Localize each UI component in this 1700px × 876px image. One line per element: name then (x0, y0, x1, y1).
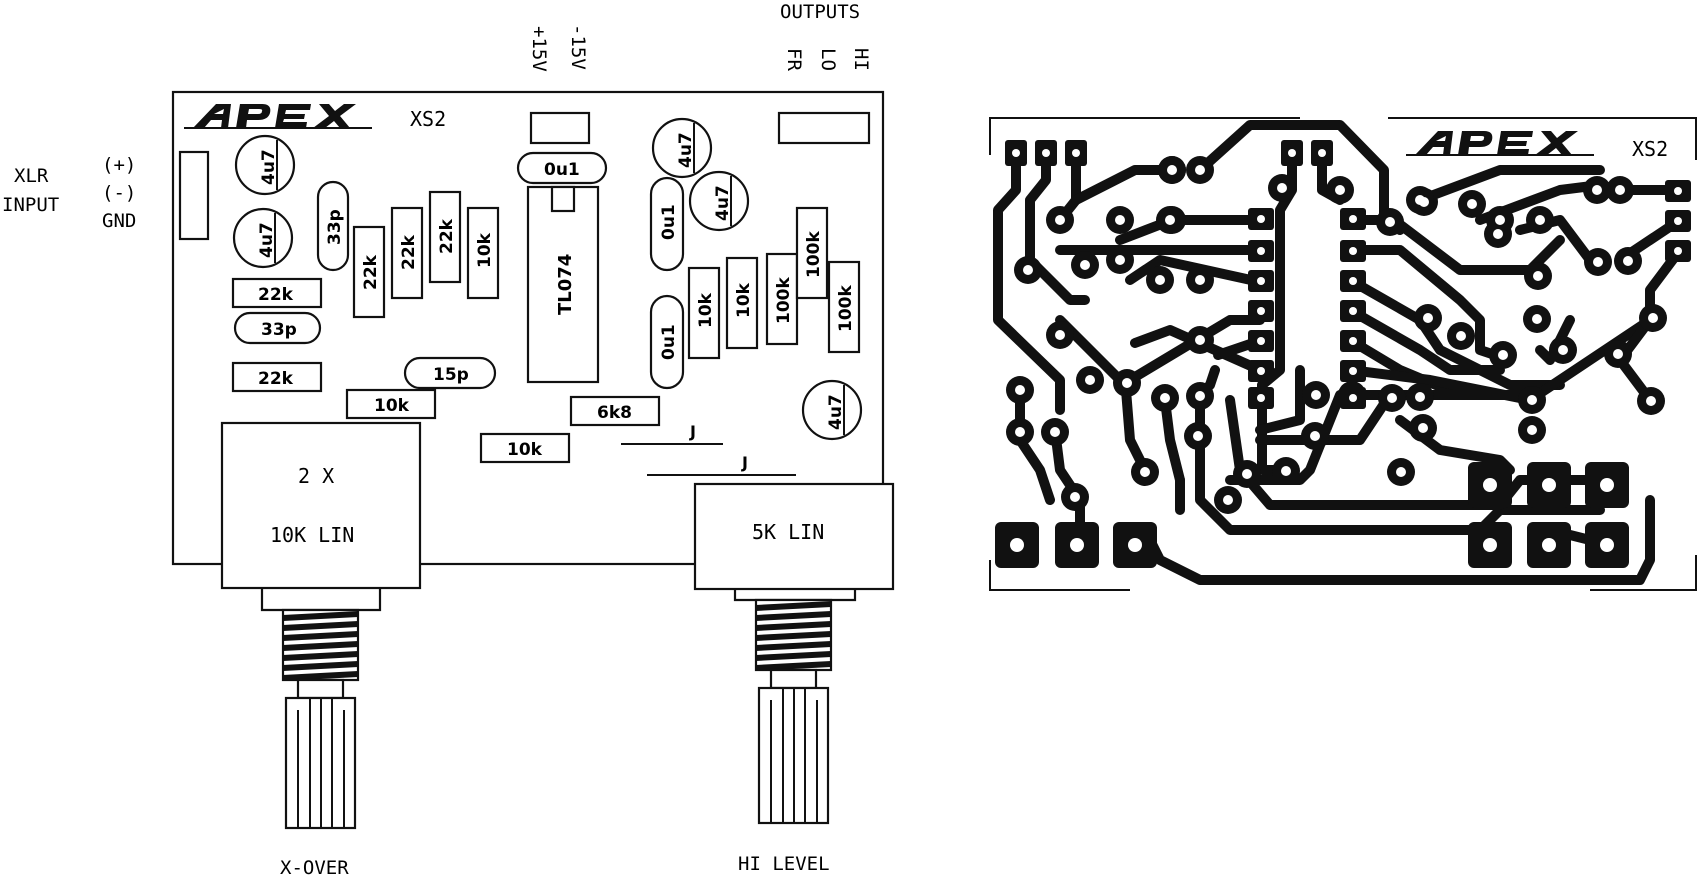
svg-text:100k: 100k (836, 285, 856, 332)
resistor-10k-vertical: 10k (687, 266, 721, 360)
component-layout: XS2 +15V -15V OUTPUTS FR LO HI XLR INPUT… (2, 1, 895, 876)
svg-text:0u1: 0u1 (544, 160, 580, 180)
svg-text:10K LIN: 10K LIN (270, 523, 354, 547)
svg-text:100k: 100k (804, 231, 824, 278)
capacitor-33p-vertical: 33p (316, 180, 350, 272)
ic-tl074: TL074 (526, 185, 600, 384)
plus-15v-label: +15V (528, 26, 550, 72)
svg-text:33p: 33p (261, 320, 297, 340)
svg-text:10k: 10k (475, 232, 495, 268)
svg-text:22k: 22k (399, 234, 419, 270)
svg-text:22k: 22k (437, 218, 457, 254)
resistor-22k-vertical: 22k (390, 206, 424, 300)
svg-text:2 X: 2 X (298, 464, 334, 488)
resistor-22k: 22k (231, 361, 323, 393)
pcb-apex-logo (1406, 131, 1594, 156)
pcb-connector-pads (995, 140, 1691, 568)
resistor-10k-vertical: 10k (725, 256, 759, 350)
xover-caption: X-OVER (280, 857, 349, 876)
hi-level-caption: HI LEVEL (738, 853, 830, 875)
resistor-22k-vertical: 22k (352, 225, 386, 319)
svg-text:6k8: 6k8 (597, 403, 632, 423)
svg-text:J: J (689, 422, 696, 441)
input-minus-label: (-) (102, 182, 136, 204)
output-connector (777, 111, 871, 145)
svg-text:33p: 33p (325, 209, 345, 245)
resistor-100k-vertical: 100k (795, 206, 829, 300)
capacitor-15p: 15p (403, 356, 497, 390)
board-outline (171, 90, 885, 566)
capacitor-4u7: 4u7 (801, 379, 863, 441)
outputs-title: OUTPUTS (780, 1, 860, 23)
resistor-6k8: 6k8 (569, 395, 661, 427)
svg-text:TL074: TL074 (555, 254, 576, 315)
capacitor-4u7: 4u7 (651, 117, 713, 179)
svg-text:0u1: 0u1 (659, 324, 679, 360)
svg-text:10k: 10k (374, 396, 410, 416)
svg-text:22k: 22k (361, 254, 381, 290)
apex-logo (184, 104, 372, 129)
potentiometer-xover: 2 X 10K LIN (220, 421, 422, 830)
resistor-100k-vertical: 100k (827, 260, 861, 354)
capacitor-4u7: 4u7 (234, 134, 296, 196)
xlr-label: XLR (14, 165, 49, 187)
svg-text:22k: 22k (258, 369, 294, 389)
capacitor-0u1-top: 0u1 (516, 151, 608, 185)
input-plus-label: (+) (102, 154, 136, 176)
capacitor-4u7: 4u7 (688, 170, 750, 232)
svg-text:22k: 22k (258, 285, 294, 305)
svg-text:4u7: 4u7 (259, 149, 279, 185)
capacitor-0u1: 0u1 (649, 176, 685, 272)
jumper-wire: J (621, 422, 723, 445)
potentiometer-hi-level: 5K LIN (693, 482, 895, 825)
output-lo-label: LO (817, 48, 839, 71)
svg-text:10k: 10k (507, 440, 543, 460)
svg-text:10k: 10k (734, 282, 754, 318)
input-gnd-label: GND (102, 210, 136, 232)
resistor-22k: 22k (231, 277, 323, 309)
svg-text:4u7: 4u7 (826, 394, 846, 430)
svg-text:5K LIN: 5K LIN (752, 520, 824, 544)
resistor-100k-vertical: 100k (765, 252, 799, 346)
input-connector (178, 150, 210, 241)
svg-text:100k: 100k (774, 277, 794, 324)
svg-text:0u1: 0u1 (659, 204, 679, 240)
pcb-ic-pads (1248, 208, 1366, 409)
output-hi-label: HI (850, 48, 872, 71)
svg-text:4u7: 4u7 (676, 132, 696, 168)
minus-15v-label: -15V (567, 24, 589, 70)
svg-text:10k: 10k (696, 292, 716, 328)
resistor-10k-vertical: 10k (466, 206, 500, 300)
capacitor-33p-horizontal: 33p (233, 311, 322, 345)
capacitor-0u1: 0u1 (649, 294, 685, 390)
resistor-10k: 10k (479, 432, 571, 464)
pcb-model-label: XS2 (1632, 137, 1668, 161)
jumper-wire: J (647, 453, 796, 476)
resistor-22k-vertical: 22k (428, 190, 462, 284)
output-fr-label: FR (783, 48, 805, 71)
svg-text:J: J (741, 453, 748, 472)
pcb-track-layout: XS2 (989, 117, 1697, 591)
input-label: INPUT (2, 194, 59, 216)
resistor-10k: 10k (345, 388, 437, 420)
svg-text:15p: 15p (433, 365, 469, 385)
capacitor-4u7: 4u7 (232, 207, 294, 269)
svg-text:4u7: 4u7 (713, 185, 733, 221)
supply-connector (529, 111, 591, 145)
svg-text:4u7: 4u7 (257, 222, 277, 258)
model-label: XS2 (410, 107, 446, 131)
